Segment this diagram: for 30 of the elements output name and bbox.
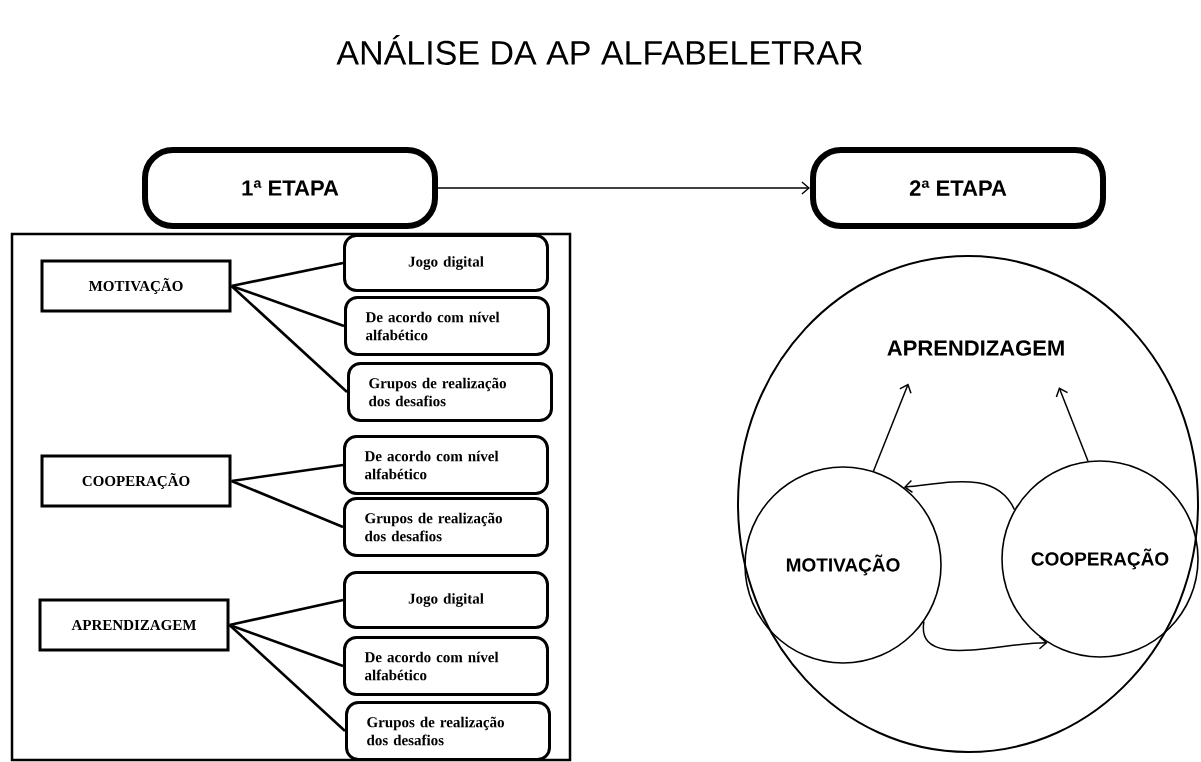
connector-line [231, 261, 344, 288]
category-box: MOTIVAÇÃO [40, 259, 232, 313]
item-box: Jogo digital [343, 571, 549, 629]
stage-box: 2ª ETAPA [810, 147, 1106, 229]
category-box: COOPERAÇÃO [40, 454, 232, 508]
arrow [872, 383, 912, 472]
connector-line [229, 623, 344, 668]
category-box: APRENDIZAGEM [38, 598, 230, 652]
connector-line [231, 463, 344, 483]
item-box: Grupos de realização dos desafios [345, 701, 551, 761]
title: ANÁLISE DA AP ALFABELETRAR [336, 35, 863, 65]
outer-circle [737, 255, 1199, 753]
item-box: De acordo com nível alfabético [343, 636, 549, 696]
item-box: Grupos de realização dos desafios [343, 497, 549, 557]
arrow [437, 181, 810, 195]
connector-line [231, 284, 345, 328]
stage-box: 1ª ETAPA [142, 147, 438, 229]
connector-line [229, 598, 344, 627]
item-box: De acordo com nível alfabético [344, 296, 550, 356]
arrow [903, 479, 1016, 511]
item-box: De acordo com nível alfabético [343, 435, 549, 495]
item-box: Grupos de realização dos desafios [347, 362, 553, 422]
arrow [1055, 387, 1089, 462]
heading-text: APRENDIZAGEM [887, 340, 1064, 356]
connector-line [228, 624, 346, 732]
item-box: Jogo digital [343, 234, 549, 292]
arrow [922, 620, 1048, 652]
panel-frame [10, 232, 572, 762]
connector-line [231, 479, 344, 529]
connector-line [230, 285, 348, 393]
